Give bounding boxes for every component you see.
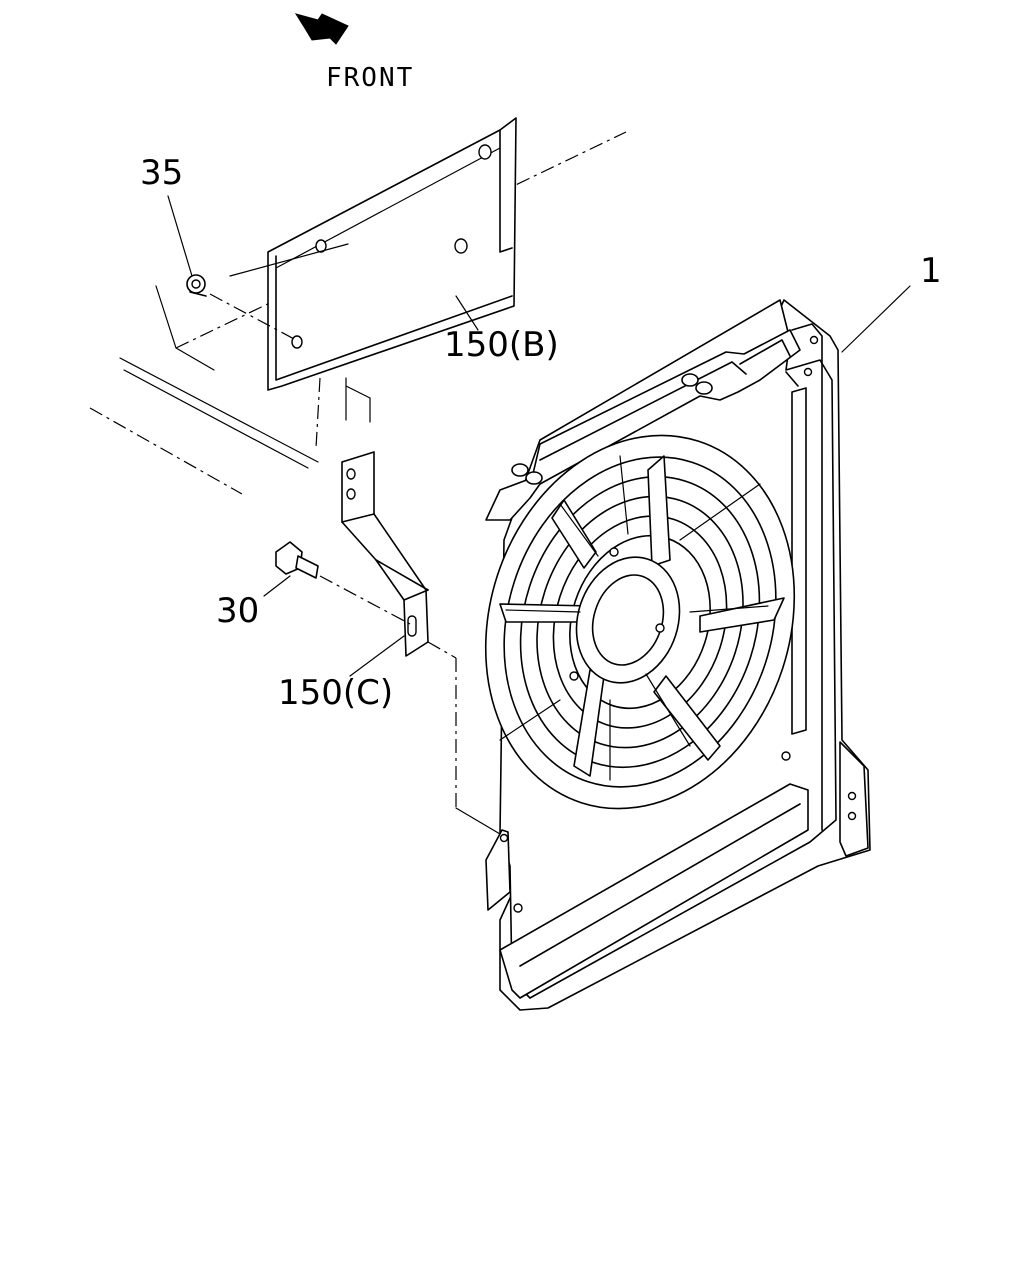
bolt-30 xyxy=(263,541,411,625)
front-label: FRONT xyxy=(326,63,414,93)
fan-shroud-assembly-1 xyxy=(484,285,911,1011)
callout-30: 30 xyxy=(216,591,259,631)
callout-1: 1 xyxy=(920,251,942,291)
callout-150b: 150(B) xyxy=(444,325,559,365)
fan-guard xyxy=(484,434,796,810)
arrow-right-down-icon xyxy=(294,13,349,45)
front-direction-indicator: FRONT xyxy=(294,13,414,93)
leader-150b xyxy=(455,295,479,331)
upper-bracket-150b xyxy=(229,117,517,391)
callout-35: 35 xyxy=(140,153,183,193)
leader-150c xyxy=(349,635,405,677)
nut-35 xyxy=(167,195,297,341)
callout-150c: 150(C) xyxy=(278,673,393,713)
lower-bracket-150c xyxy=(341,451,501,835)
